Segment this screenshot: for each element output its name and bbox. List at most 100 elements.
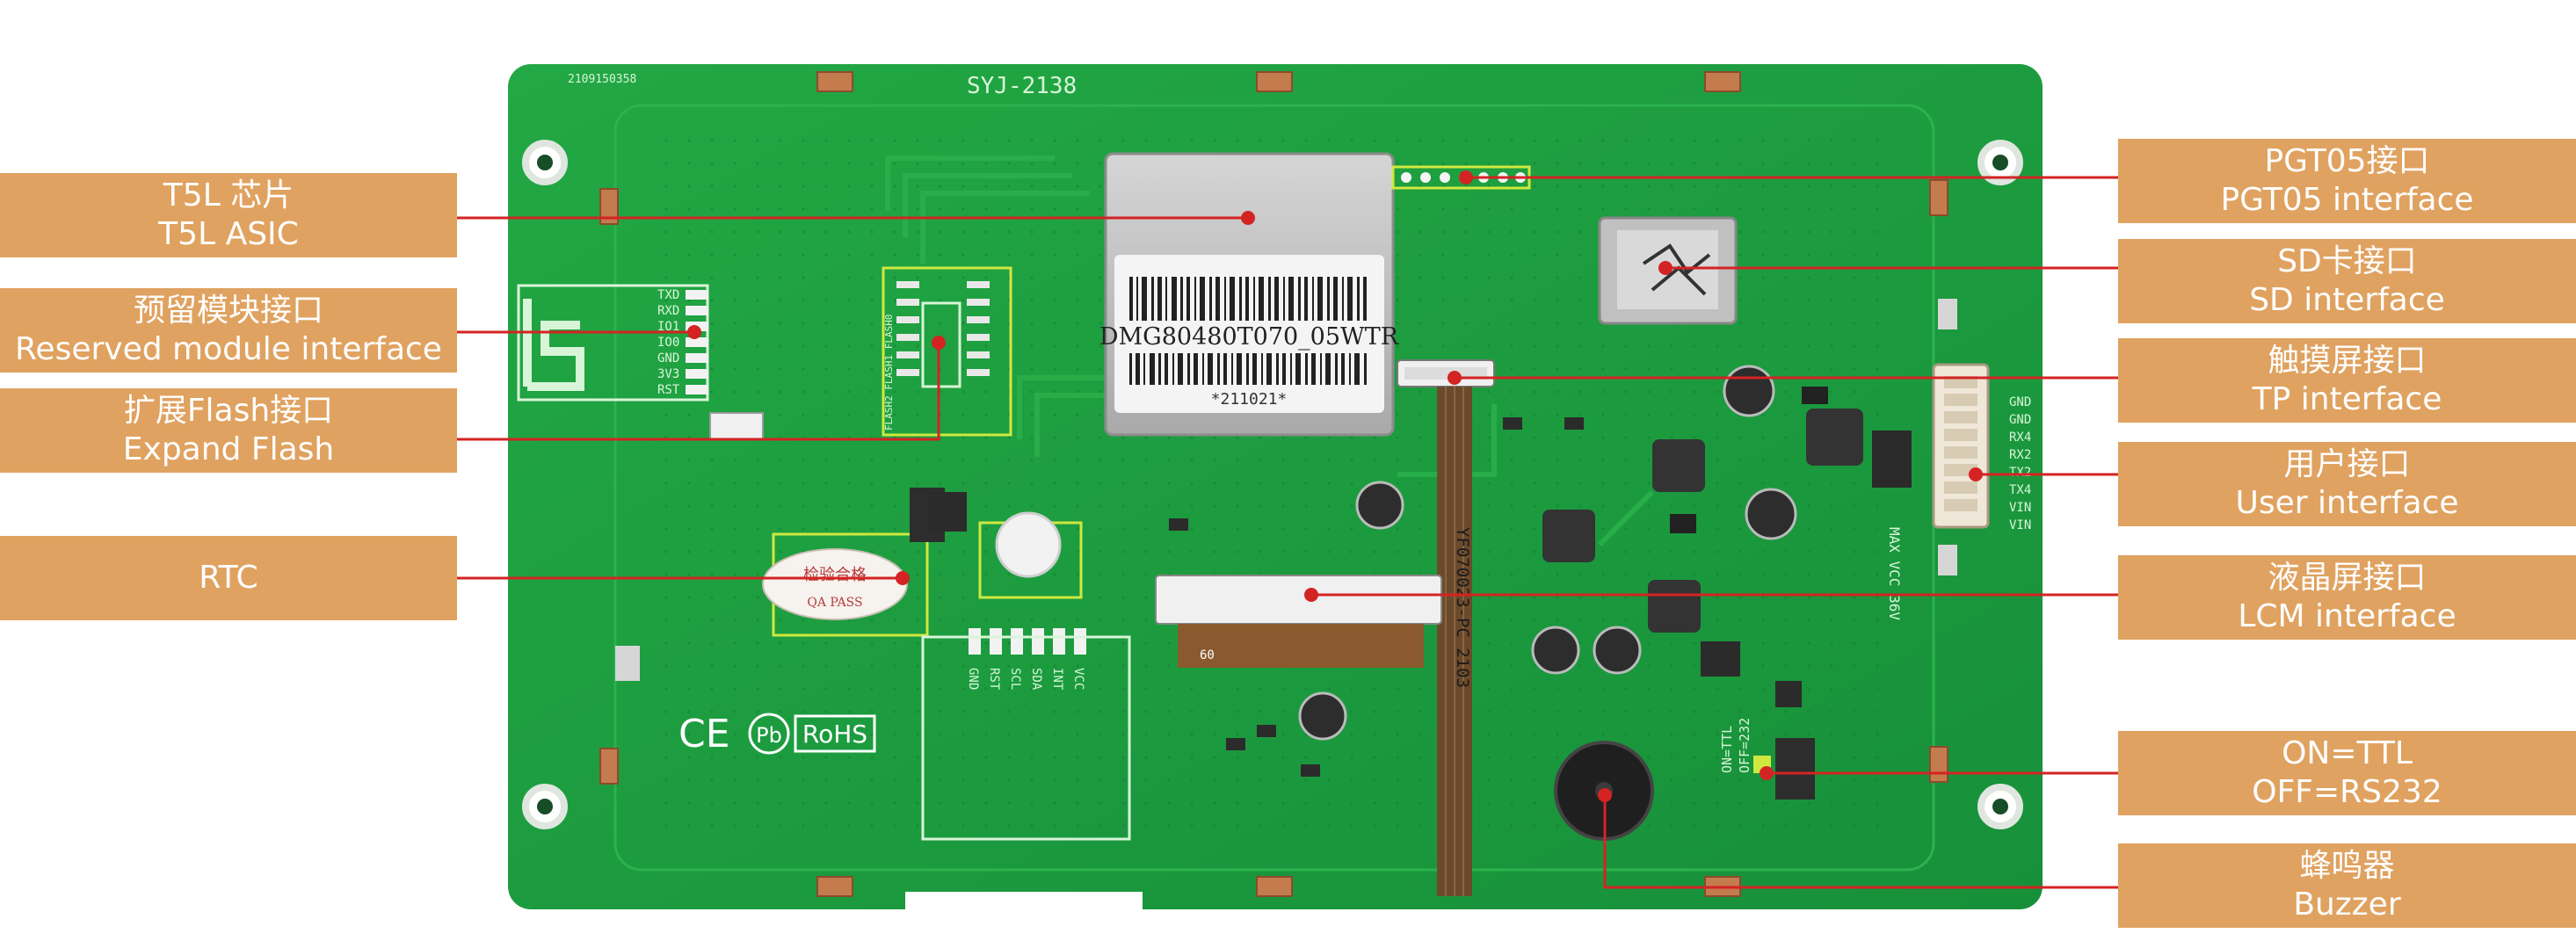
header-pin-label: RST	[987, 668, 1001, 691]
callout-lcm: 液晶屏接口 LCM interface	[2118, 555, 2576, 640]
edge-clips	[599, 71, 1948, 897]
callout-touch-panel: 触摸屏接口 TP interface	[2118, 338, 2576, 423]
leader-dot-tp	[1448, 371, 1462, 385]
callout-title-cn: 蜂鸣器	[2299, 848, 2395, 884]
callout-sd-card: SD卡接口 SD interface	[2118, 239, 2576, 323]
callout-title-cn: PGT05接口	[2264, 143, 2430, 179]
certification-marks: CE Pb RoHS	[678, 712, 876, 756]
leader-dot-buzzer	[1598, 788, 1612, 802]
module-pin-label: IO0	[657, 336, 679, 350]
ce-mark: CE	[678, 712, 730, 756]
callout-title-en: SD interface	[2249, 282, 2445, 318]
max-vcc-mark: MAX VCC 36V	[1886, 527, 1903, 620]
header-pin-label: SCL	[1008, 668, 1022, 690]
callout-title-en: OFF=RS232	[2252, 774, 2442, 810]
chip-model-text: DMG80480T070_05WTR	[1099, 323, 1399, 351]
reserved-module-footprint: TXD RXD IO1 IO0 GND 3V3 RST	[517, 284, 764, 440]
tp-connector	[1397, 359, 1495, 387]
user-pin-label: TX2	[2009, 466, 2031, 480]
leader-dot-switch	[1760, 766, 1774, 780]
callout-title-cn: 扩展Flash接口	[123, 393, 334, 429]
module-pin-label: GND	[657, 351, 679, 365]
top-serial-mark: 2109150358	[568, 73, 636, 86]
rtc-sticker-pass: QA PASS	[807, 596, 862, 610]
chip-date-text: *211021*	[1211, 390, 1288, 409]
fpc-cable: YF070023-PC 2103	[1437, 387, 1472, 896]
user-pin-label: RX4	[2009, 431, 2031, 445]
rohs-mark-frame	[794, 714, 876, 753]
smd-components	[615, 299, 1957, 777]
module-pin-label: RXD	[657, 304, 679, 318]
module-pin-label: 3V3	[657, 367, 679, 381]
leader-line-flash	[457, 343, 940, 441]
leader-dots	[687, 170, 1983, 802]
leader-lines	[457, 176, 2118, 889]
leader-dot-lcm	[1304, 588, 1318, 602]
model-mark: SYJ-2138	[967, 73, 1077, 99]
flash-silk-mark: FLASH2 FLASH1 FLASH0	[883, 315, 895, 431]
header-pin-label: GND	[966, 668, 980, 690]
callout-rtc: RTC	[0, 536, 457, 620]
switch-mark-off: OFF=232	[1737, 718, 1752, 773]
user-connector: GND GND RX4 RX2 TX2 TX4 VIN VIN MAX VCC …	[1886, 363, 2031, 620]
fpc-pin-mark: 60	[1200, 648, 1215, 662]
module-pin-label: TXD	[657, 288, 679, 302]
module-pin-label: RST	[657, 383, 680, 397]
callout-title-cn: SD卡接口	[2277, 243, 2417, 279]
rtc-sticker-text: 检验合格	[803, 566, 867, 584]
header-pin-label: INT	[1050, 668, 1064, 691]
leader-line-buzzer	[1603, 795, 2118, 889]
fpc-label-text: YF070023-PC 2103	[1453, 527, 1472, 688]
callout-title-en: LCM interface	[2238, 598, 2456, 634]
callout-title-en: Buzzer	[2293, 886, 2401, 923]
callout-ttl-switch: ON=TTL OFF=RS232	[2118, 731, 2576, 815]
callout-title-cn: 预留模块接口	[133, 293, 323, 329]
callout-title-cn: 触摸屏接口	[2268, 343, 2427, 379]
t5l-chip: DMG80480T070_05WTR *211021*	[1099, 152, 1399, 437]
ttl-switch: ON=TTL OFF=232	[1719, 718, 1815, 800]
callout-reserved-module: 预留模块接口 Reserved module interface	[0, 288, 457, 373]
header-pin-label: VCC	[1071, 668, 1085, 690]
leader-dot-flash	[932, 336, 946, 350]
leader-dot-rtc	[896, 571, 910, 585]
leader-dot-sd	[1658, 261, 1673, 275]
user-pin-label: VIN	[2009, 501, 2031, 515]
callout-pgt05: PGT05接口 PGT05 interface	[2118, 139, 2576, 223]
barcode-top	[1129, 277, 1367, 321]
callout-title-cn: 液晶屏接口	[2268, 560, 2427, 596]
mounting-holes	[522, 140, 2023, 829]
callout-buzzer: 蜂鸣器 Buzzer	[2118, 843, 2576, 928]
user-pin-label: GND	[2009, 413, 2031, 427]
leader-dot-reserved-module	[687, 325, 701, 339]
callout-title-cn: 用户接口	[2283, 446, 2411, 482]
callout-title-en: Reserved module interface	[15, 331, 442, 367]
callout-title-en: User interface	[2235, 485, 2459, 521]
callout-expand-flash: 扩展Flash接口 Expand Flash	[0, 388, 457, 473]
callout-title-en: PGT05 interface	[2220, 182, 2474, 218]
leader-dot-user	[1969, 467, 1983, 481]
user-pin-label: RX2	[2009, 448, 2031, 462]
bottom-cutout	[905, 892, 1143, 918]
leader-dot-pgt05	[1459, 170, 1473, 185]
lcm-connector: 60	[1155, 575, 1442, 668]
callout-title-en: Expand Flash	[122, 431, 335, 467]
switch-mark-on: ON=TTL	[1719, 726, 1735, 773]
callout-title-cn: ON=TTL	[2282, 735, 2413, 771]
flash-footprint: FLASH2 FLASH1 FLASH0	[882, 266, 1012, 437]
barcode-bottom	[1129, 353, 1367, 385]
callout-title-cn: T5L 芯片	[163, 177, 294, 213]
user-pin-label: VIN	[2009, 518, 2031, 532]
leader-dot-t5l	[1241, 211, 1255, 225]
module-pin-label: IO1	[657, 320, 679, 334]
rohs-mark: RoHS	[802, 720, 867, 749]
callout-title-en: T5L ASIC	[158, 216, 299, 252]
header-pin-row: GND RST SCL SDA INT VCC	[921, 628, 1131, 841]
user-pin-label: TX4	[2009, 483, 2031, 497]
pb-free-mark-circle	[748, 713, 790, 755]
header-pin-label: SDA	[1029, 668, 1043, 691]
callout-title-en: TP interface	[2252, 381, 2442, 417]
pb-free-mark: Pb	[756, 723, 782, 748]
callout-title-cn: RTC	[199, 560, 258, 596]
